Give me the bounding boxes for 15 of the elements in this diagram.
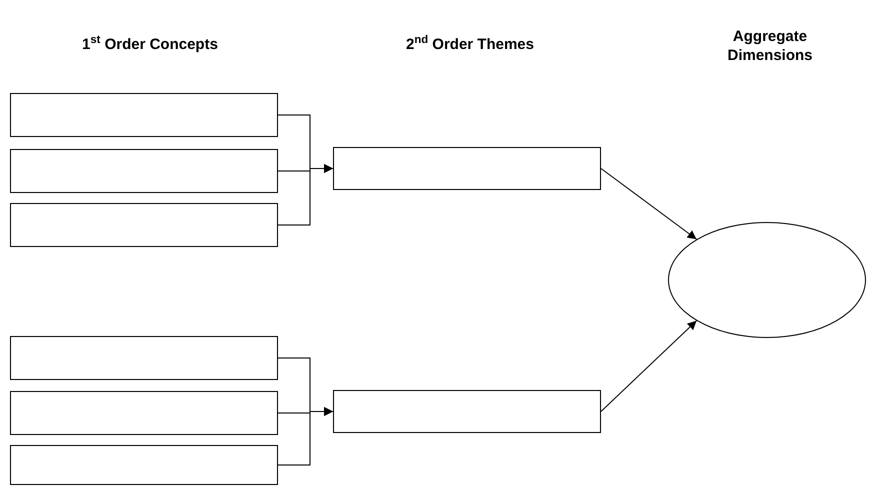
column-heading: 1$^{st}$ Order Concepts	[81, 36, 219, 55]
concept-box	[10, 336, 278, 380]
concept-box	[10, 149, 278, 193]
connector-arrow	[600, 320, 698, 412]
column-heading: Aggregate Dimensions	[726, 28, 814, 66]
concept-box	[333, 147, 601, 190]
concept-box	[10, 391, 278, 435]
concept-box	[10, 93, 278, 137]
connector-arrow	[600, 168, 698, 240]
connector-arrow	[278, 407, 334, 466]
column-heading: 2$^{nd}$ Order Themes	[405, 36, 535, 55]
concept-box	[10, 203, 278, 247]
concept-box	[10, 445, 278, 485]
concept-box	[333, 390, 601, 433]
connector-arrow	[278, 164, 334, 226]
